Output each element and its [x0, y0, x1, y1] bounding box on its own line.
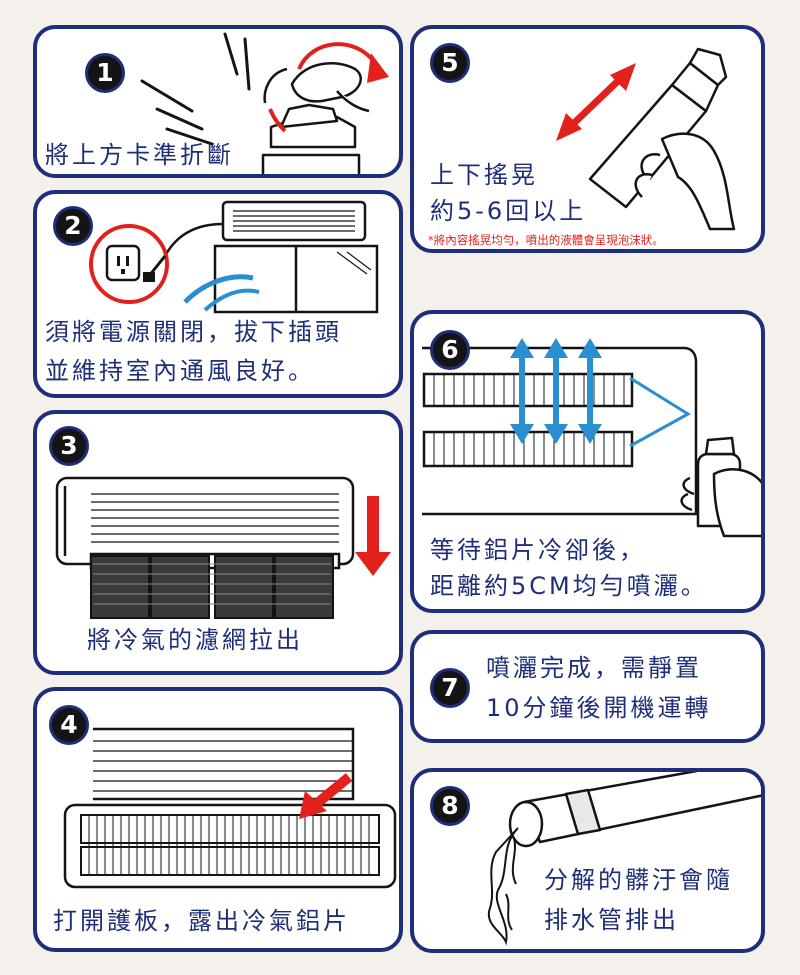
step-4-number: 4: [49, 705, 89, 745]
plug-icon: [143, 272, 155, 282]
spray-cone: [629, 376, 691, 448]
step-2-panel: 2 須將電源關閉，拔下插頭 並維持室內通風良好。: [33, 190, 403, 398]
step-3-panel: 3 將冷氣的濾網拉出: [33, 410, 403, 675]
step-5-note: *將內容搖晃均勻，噴出的液體會呈現泡沫狀。: [428, 233, 664, 247]
step-1-panel: 1 將上方卡準折斷: [33, 25, 403, 178]
filter-panels: [90, 555, 334, 619]
step-7-panel: 7 噴灑完成，需靜置 10分鐘後開機運轉: [410, 630, 765, 743]
step-7-number: 7: [430, 668, 470, 708]
step-5-instruction-line-2: 約5-6回以上: [430, 197, 587, 225]
step-8-instruction-line-2: 排水管排出: [544, 906, 679, 934]
step-1-red-arrow: [297, 42, 377, 70]
step-2-instruction-line-1: 須將電源關閉，拔下插頭: [45, 318, 342, 346]
step-8-instruction-line-1: 分解的髒汙會隨: [544, 866, 733, 894]
step-7-instruction-line-2: 10分鐘後開機運轉: [486, 694, 712, 722]
step-5-panel: 5 上下搖晃 約5-6回以上 *將內容搖晃均勻，噴出的液體會呈現泡沫狀。: [410, 25, 765, 253]
step-3-red-arrow: [367, 496, 379, 554]
power-unplug-illustration: [89, 200, 379, 314]
step-6-number: 6: [430, 330, 470, 370]
step-4-panel: 4 打開護板，露出冷氣鋁片: [33, 687, 403, 952]
step-1-number: 1: [85, 53, 125, 93]
step-6-instruction-line-2: 距離約5CM均勻噴灑。: [430, 572, 708, 600]
step-5-instruction-line-1: 上下搖晃: [430, 161, 538, 189]
step-8-panel: 8 分解的髒汙會隨 排水管排出: [410, 768, 765, 953]
outlet-icon: [105, 244, 141, 282]
step-6-instruction-line-1: 等待鋁片冷卻後，: [430, 536, 646, 564]
aluminum-fins: [88, 815, 370, 875]
step-6-panel: 6 等待鋁片冷卻後， 距離約5CM均勻噴灑。: [410, 310, 765, 613]
step-6-blue-arrows: [519, 356, 593, 426]
step-7-instruction-line-1: 噴灑完成，需靜置: [486, 654, 702, 682]
step-3-instruction: 將冷氣的濾網拉出: [87, 626, 303, 654]
step-4-instruction: 打開護板，露出冷氣鋁片: [53, 907, 350, 935]
shake-can-illustration: [556, 47, 736, 231]
drain-pipe: [522, 772, 761, 844]
spray-fins-illustration: [422, 338, 761, 538]
pull-filter-illustration: [55, 476, 391, 619]
step-5-red-arrow: [569, 76, 623, 128]
step-5-number: 5: [430, 43, 470, 83]
step-4-red-arrow: [311, 773, 353, 809]
step-2-instruction-line-2: 並維持室內通風良好。: [45, 357, 315, 385]
snap-tab-illustration: [140, 32, 389, 174]
drain-pipe-illustration: [487, 772, 761, 946]
air-flow-icon: [183, 274, 254, 304]
step-1-instruction: 將上方卡準折斷: [45, 141, 234, 169]
step-2-number: 2: [53, 206, 93, 246]
dirty-water: [487, 827, 519, 946]
step-3-number: 3: [49, 426, 89, 466]
open-cover-illustration: [63, 727, 397, 889]
step-8-number: 8: [430, 786, 470, 826]
